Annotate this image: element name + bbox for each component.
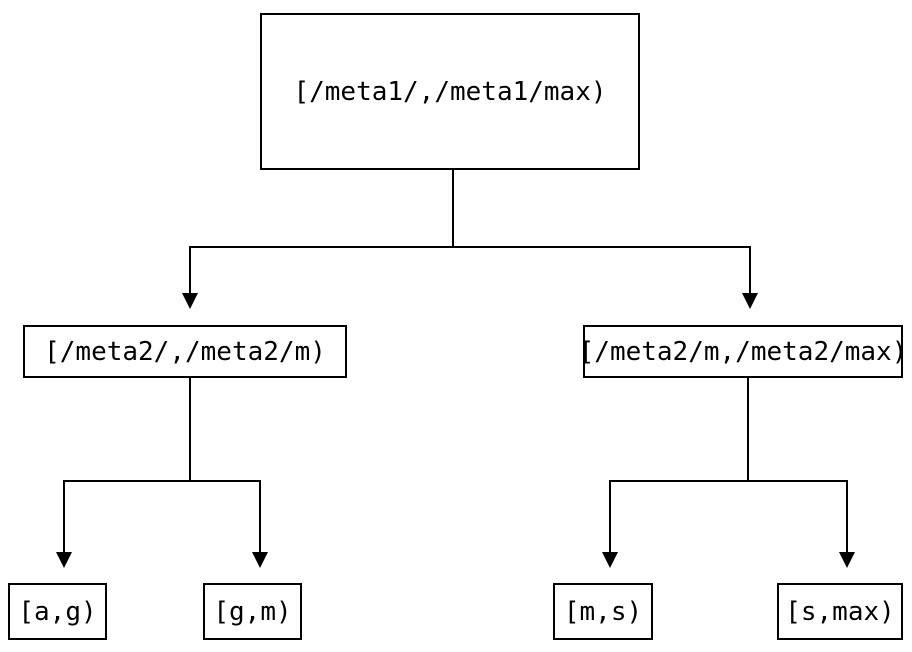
arrowhead-leaf-ms (602, 552, 618, 568)
arrowhead-leaf-smax (839, 552, 855, 568)
edge-meta2-right-to-leaf-ms (609, 378, 749, 552)
node-leaf-a-g: [a,g) (8, 583, 107, 640)
node-leaf-m-s: [m,s) (553, 583, 653, 640)
arrowhead-meta2-left (182, 293, 198, 309)
arrowhead-meta2-right (742, 293, 758, 309)
node-meta2-left-range: [/meta2/,/meta2/m) (23, 325, 347, 378)
node-root-meta1-range: [/meta1/,/meta1/max) (260, 13, 640, 170)
edge-root-to-meta2-left (189, 170, 454, 293)
edge-meta2-right-to-leaf-smax (747, 378, 848, 552)
node-leaf-g-m: [g,m) (203, 583, 302, 640)
arrowhead-leaf-gm (252, 552, 268, 568)
arrowhead-leaf-ag (56, 552, 72, 568)
edge-meta2-left-to-leaf-gm (189, 378, 261, 552)
edge-meta2-left-to-leaf-ag (63, 378, 191, 552)
node-meta2-right-range: [/meta2/m,/meta2/max) (579, 325, 907, 378)
edge-root-to-meta2-right (452, 170, 751, 293)
node-leaf-s-max: [s,max) (777, 583, 903, 640)
